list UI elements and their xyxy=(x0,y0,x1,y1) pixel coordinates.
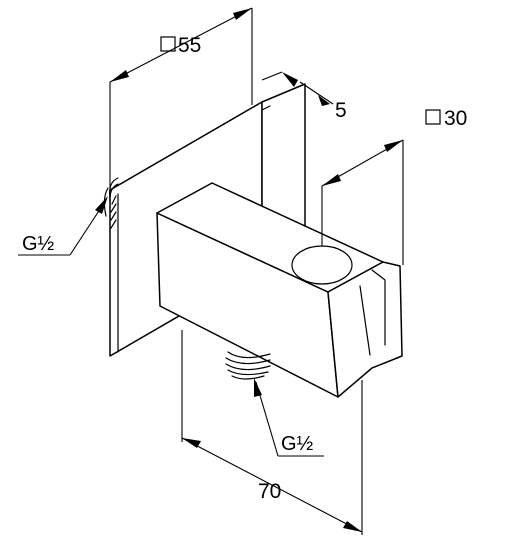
dimension-5-text: 5 xyxy=(335,99,347,122)
dimension-30: 30 xyxy=(321,107,467,265)
dimension-5: 5 xyxy=(261,71,347,122)
thread-label-bottom: G½ xyxy=(254,378,324,457)
dimension-70: 70 xyxy=(181,330,363,535)
dimension-55 xyxy=(109,7,253,190)
square-symbol-icon xyxy=(425,109,441,125)
dimension-55-label: 55 xyxy=(160,34,201,57)
bottom-thread xyxy=(225,351,271,380)
thread-bottom-text: G½ xyxy=(281,433,314,455)
thread-side-text: G½ xyxy=(22,233,55,255)
thread-label-side: G½ xyxy=(18,196,108,256)
dimension-55-text: 55 xyxy=(178,34,201,57)
holder-body xyxy=(156,182,403,398)
square-symbol-icon xyxy=(160,36,176,52)
dimension-30-text: 30 xyxy=(444,107,467,130)
dimension-70-text: 70 xyxy=(258,480,281,503)
